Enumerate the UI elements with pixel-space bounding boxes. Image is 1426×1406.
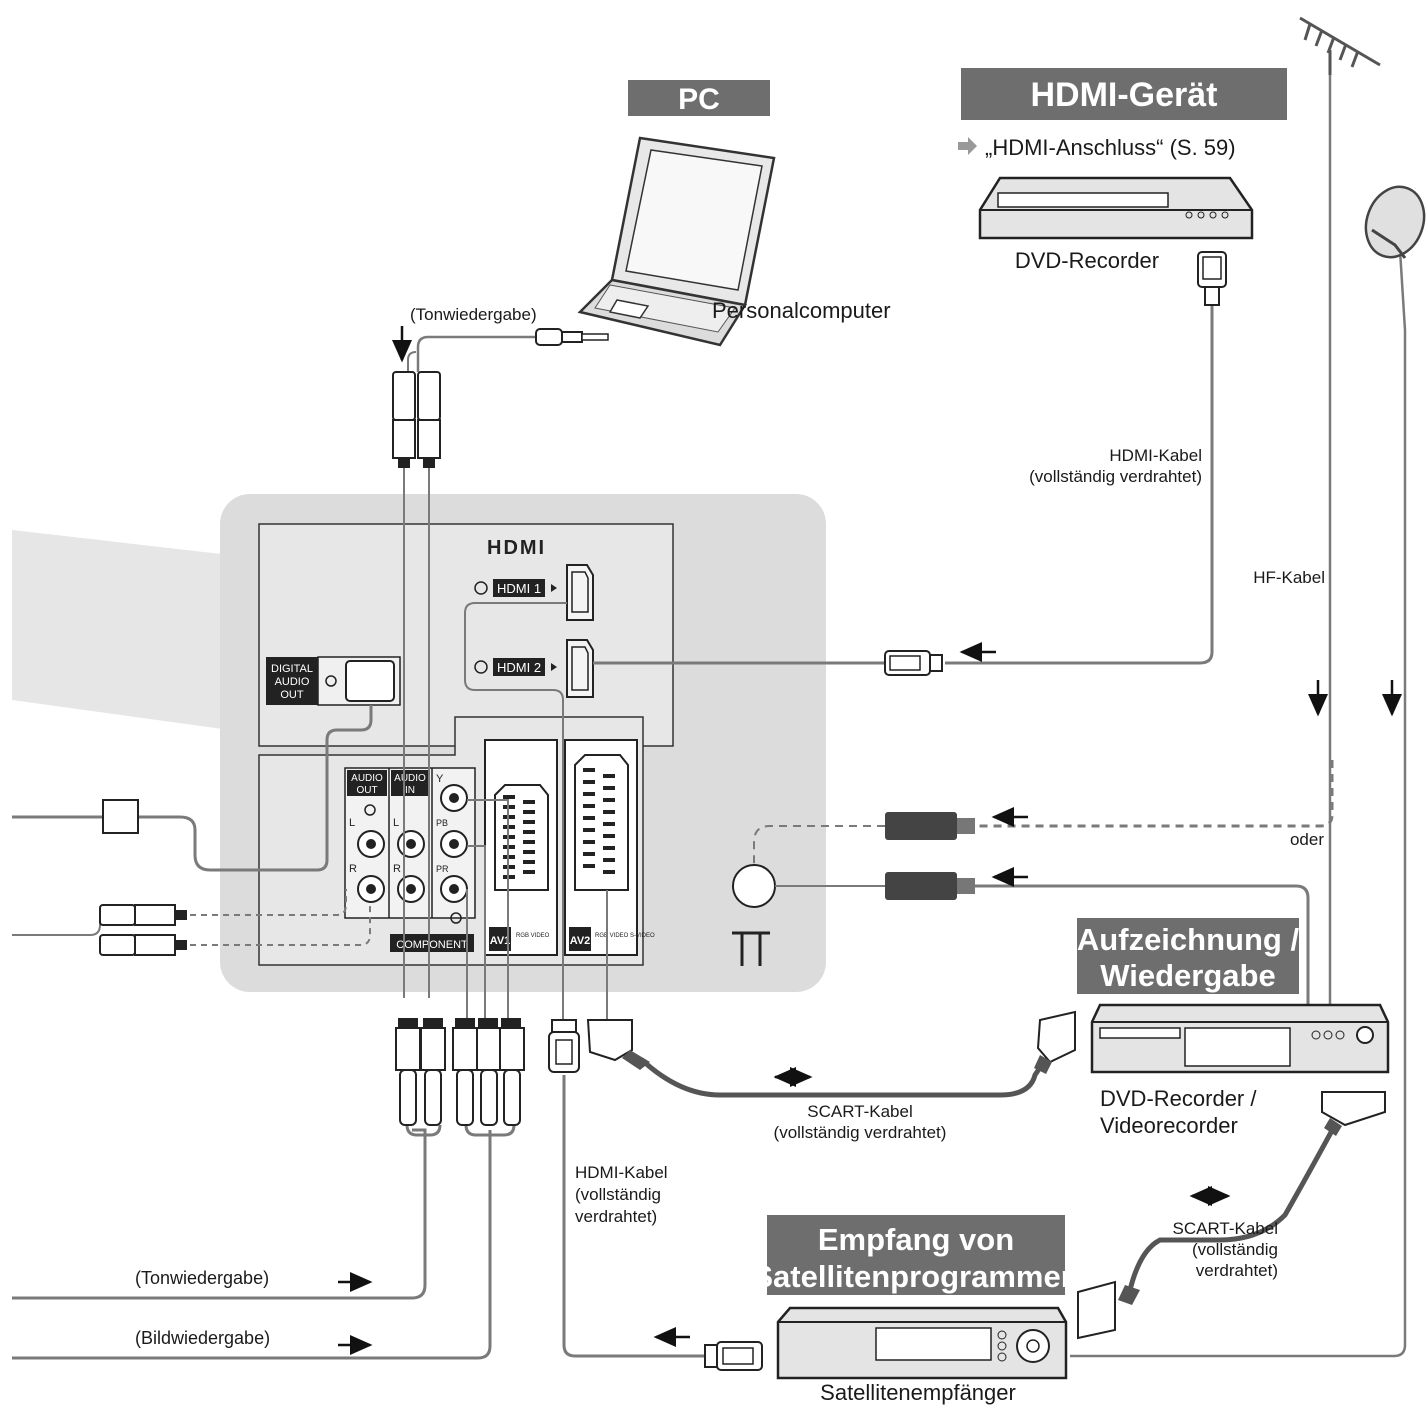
scart-av1-port[interactable]: AV1 RGB VIDEO	[484, 739, 558, 956]
svg-text:OUT: OUT	[356, 785, 377, 796]
cables	[12, 70, 1407, 1360]
optical-plug	[102, 799, 139, 834]
hdmi-plug-satellite	[704, 1341, 763, 1371]
svg-text:PB: PB	[436, 818, 448, 828]
header-satellite-bg	[767, 1215, 1065, 1295]
rf-plug-dashed	[885, 812, 975, 840]
scart-cable-mid-1: SCART-Kabel	[807, 1102, 913, 1121]
dvd-vcr-icon	[1090, 1003, 1390, 1074]
dvd-vcr-label-1: DVD-Recorder /	[1100, 1086, 1257, 1111]
svg-text:R: R	[393, 863, 401, 875]
svg-text:HDMI 2: HDMI 2	[497, 660, 541, 675]
svg-text:AV2: AV2	[570, 935, 591, 947]
rca-plugs-bottom	[395, 1018, 525, 1126]
satellite-receiver-icon	[776, 1306, 1068, 1380]
hdmi-plug-top	[1197, 251, 1227, 306]
hdmi-2-port[interactable]: HDMI 2	[474, 639, 594, 698]
svg-text:RGB VIDEO: RGB VIDEO	[516, 933, 550, 939]
header-recording-1: Aufzeichnung /	[1077, 922, 1300, 957]
rca-plug-pair-left	[99, 904, 187, 956]
audio-out-jacks[interactable]	[357, 830, 385, 903]
header-hdmi-device: HDMI-Gerät	[1030, 76, 1217, 114]
svg-text:DIGITAL: DIGITAL	[271, 663, 313, 675]
antenna-icon	[732, 931, 770, 966]
audio-out-label: AUDIO	[351, 773, 383, 784]
hdmi-cable-bottom-2: (vollständig	[575, 1185, 661, 1204]
hdmi-cable-bottom-1: HDMI-Kabel	[575, 1163, 668, 1182]
svg-text:AV1: AV1	[490, 935, 511, 947]
mini-jack-plug	[535, 328, 609, 346]
dvd-vcr-label-2: Videorecorder	[1100, 1113, 1238, 1138]
hdmi-cable-bottom-3: verdrahtet)	[575, 1207, 657, 1226]
component-jacks[interactable]	[440, 784, 468, 924]
component-label: COMPONENT	[396, 939, 468, 951]
hdmi-cable-top-1: HDMI-Kabel	[1109, 446, 1202, 465]
svg-text:OUT: OUT	[280, 689, 304, 701]
svg-text:R: R	[349, 863, 357, 875]
audio-in-label: AUDIO	[394, 773, 426, 784]
oder-label: oder	[1290, 830, 1324, 849]
scart-cable-right-1: SCART-Kabel	[1172, 1219, 1278, 1238]
scart-cable-right-3: verdrahtet)	[1196, 1261, 1278, 1280]
svg-text:IN: IN	[405, 785, 415, 796]
header-recording-2: Wiedergabe	[1100, 958, 1275, 993]
svg-text:Y: Y	[436, 773, 444, 785]
bildwiedergabe-bottom: (Bildwiedergabe)	[135, 1328, 270, 1348]
hdmi-reference: „HDMI-Anschluss“ (S. 59)	[985, 135, 1236, 160]
header-recording-bg	[1077, 918, 1299, 994]
scart-plug-mid	[586, 1019, 650, 1070]
reference-arrow-icon	[958, 137, 977, 155]
header-pc-bg	[628, 80, 770, 116]
satellite-receiver-label: Satellitenempfänger	[820, 1380, 1016, 1405]
scart-plug-recorder	[1034, 1010, 1076, 1074]
hdmi-logo: HDMI	[487, 537, 546, 559]
header-satellite-1: Empfang von	[818, 1222, 1014, 1257]
digital-audio-out-port[interactable]: DIGITAL AUDIO OUT	[266, 656, 401, 706]
tonwiedergabe-bottom: (Tonwiedergabe)	[135, 1268, 269, 1288]
svg-text:RGB VIDEO S-VIDEO: RGB VIDEO S-VIDEO	[595, 933, 655, 939]
rf-plug-solid	[885, 872, 975, 900]
svg-text:HDMI 1: HDMI 1	[497, 581, 541, 596]
header-satellite-2: Satellitenprogrammen	[752, 1259, 1079, 1294]
hdmi-1-port[interactable]: HDMI 1	[474, 564, 594, 621]
svg-text:PR: PR	[436, 864, 449, 874]
dvd-recorder-top-icon	[978, 176, 1254, 240]
scart-cable-mid-2: (vollständig verdrahtet)	[774, 1123, 947, 1142]
hdmi-plug-bottom	[548, 1019, 580, 1073]
hdmi-cable-top-2: (vollständig verdrahtet)	[1029, 467, 1202, 486]
tv-body-wedge	[12, 530, 230, 730]
hdmi-plug-horizontal	[884, 650, 943, 676]
laptop-icon	[577, 136, 776, 347]
svg-text:L: L	[349, 817, 355, 829]
scart-plug-satellite	[1077, 1280, 1140, 1340]
dvd-recorder-label: DVD-Recorder	[1015, 248, 1159, 273]
header-pc: PC	[678, 83, 720, 116]
direction-arrows	[338, 326, 1402, 1355]
scart-av2-port[interactable]: AV2 RGB VIDEO S-VIDEO	[564, 739, 655, 956]
tonwiedergabe-top: (Tonwiedergabe)	[410, 305, 537, 324]
personal-computer-label: Personalcomputer	[712, 298, 891, 323]
svg-text:AUDIO: AUDIO	[275, 676, 310, 688]
svg-text:L: L	[393, 817, 399, 829]
antenna-input[interactable]	[732, 864, 776, 908]
scart-plug-recorder-rear	[1321, 1091, 1386, 1136]
roof-antenna-icon	[1299, 16, 1381, 75]
rca-plug-pair-top	[392, 371, 441, 468]
scart-cable-right-2: (vollständig	[1192, 1240, 1278, 1259]
rf-cable-label: HF-Kabel	[1253, 568, 1325, 587]
satellite-dish-icon	[1364, 185, 1426, 259]
header-hdmi-bg	[961, 68, 1287, 120]
